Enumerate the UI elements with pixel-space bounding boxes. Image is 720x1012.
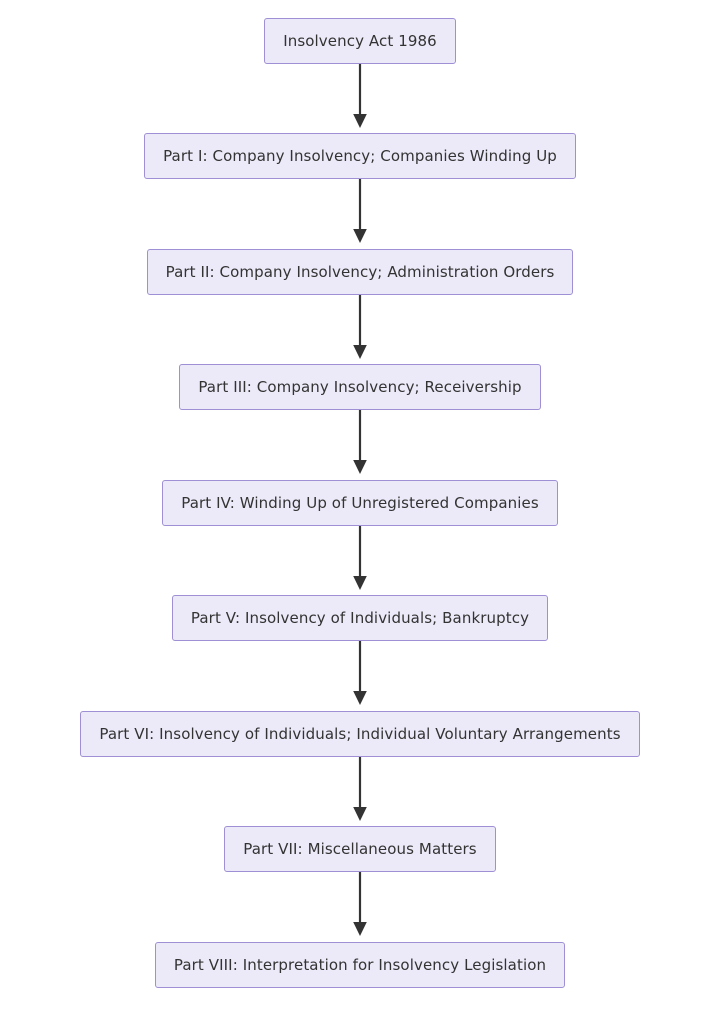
flow-node-part-v[interactable]: Part V: Insolvency of Individuals; Bankr…: [171, 595, 549, 641]
flow-node-part-ii[interactable]: Part II: Company Insolvency; Administrat…: [146, 249, 574, 295]
flow-node-part-viii[interactable]: Part VIII: Interpretation for Insolvency…: [154, 942, 566, 988]
flow-edge-4-to-5: [0, 526, 720, 592]
node-row-7: Part VII: Miscellaneous Matters: [0, 826, 720, 872]
flow-edge-6-to-7: [0, 757, 720, 823]
flow-edge-7-to-8: [0, 872, 720, 938]
node-row-0: Insolvency Act 1986: [0, 18, 720, 64]
node-row-5: Part V: Insolvency of Individuals; Bankr…: [0, 595, 720, 641]
node-row-6: Part VI: Insolvency of Individuals; Indi…: [0, 711, 720, 757]
node-row-3: Part III: Company Insolvency; Receiversh…: [0, 364, 720, 410]
node-row-2: Part II: Company Insolvency; Administrat…: [0, 249, 720, 295]
node-row-1: Part I: Company Insolvency; Companies Wi…: [0, 133, 720, 179]
flow-edge-5-to-6: [0, 641, 720, 707]
flow-node-part-vii[interactable]: Part VII: Miscellaneous Matters: [224, 826, 496, 872]
flow-edge-2-to-3: [0, 295, 720, 361]
flow-node-part-i[interactable]: Part I: Company Insolvency; Companies Wi…: [144, 133, 576, 179]
flow-edge-0-to-1: [0, 64, 720, 130]
node-row-8: Part VIII: Interpretation for Insolvency…: [0, 942, 720, 988]
flow-edge-1-to-2: [0, 179, 720, 245]
flow-node-part-iv[interactable]: Part IV: Winding Up of Unregistered Comp…: [162, 480, 558, 526]
node-row-4: Part IV: Winding Up of Unregistered Comp…: [0, 480, 720, 526]
flow-edge-3-to-4: [0, 410, 720, 476]
flow-node-part-iii[interactable]: Part III: Company Insolvency; Receiversh…: [179, 364, 541, 410]
flow-node-insolvency-act-1986[interactable]: Insolvency Act 1986: [264, 18, 456, 64]
flow-node-part-vi[interactable]: Part VI: Insolvency of Individuals; Indi…: [80, 711, 640, 757]
